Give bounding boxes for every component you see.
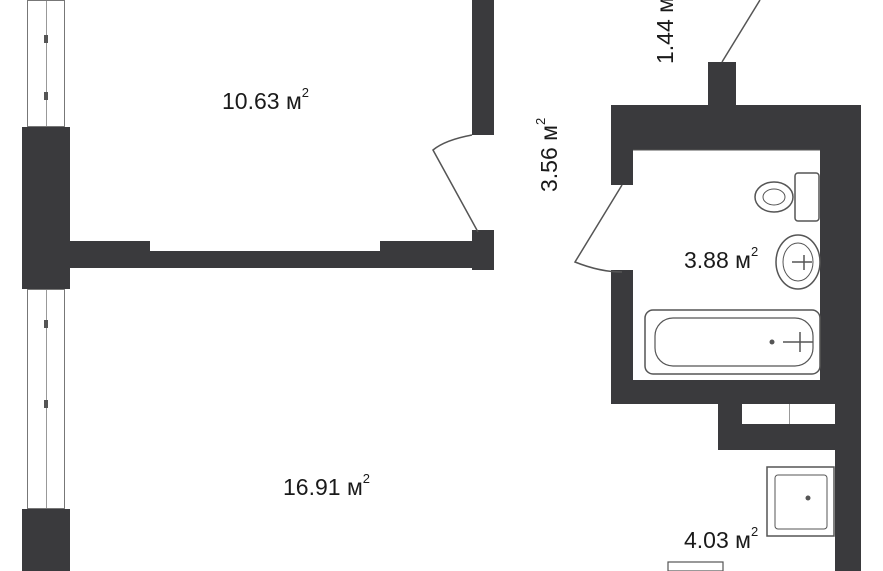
bathroom-left-wall (611, 105, 633, 185)
room-partition (70, 241, 150, 268)
window-mark (44, 35, 48, 43)
toilet-icon (754, 172, 820, 222)
room-partition-right (380, 241, 480, 268)
window-top-left (27, 0, 65, 127)
room-1-area-label: 10.63 м2 (222, 85, 309, 114)
bathroom-left-wall-lower (611, 270, 633, 402)
door-swing-bathroom (573, 184, 623, 273)
hallway-area-label: 3.56 м2 (533, 117, 562, 192)
room-partition-thin (150, 251, 380, 268)
kitchen-right-wall (835, 404, 861, 571)
window-mark (44, 320, 48, 328)
bathroom-right-wall (820, 105, 861, 405)
room1-right-wall (472, 0, 494, 135)
bathroom-bottom-wall (611, 380, 861, 404)
window-mark (44, 92, 48, 100)
left-wall (22, 127, 70, 289)
bathtub-icon (644, 309, 821, 375)
balcony-line (721, 0, 761, 63)
bathroom-area-label: 3.88 м2 (684, 244, 759, 273)
vent-opening (742, 404, 835, 424)
balcony-post (708, 62, 736, 110)
room-2-area-label: 16.91 м2 (283, 471, 370, 500)
sink-icon (775, 234, 821, 290)
kitchen-sink-icon (766, 466, 835, 537)
door-swing-room1 (432, 134, 479, 233)
bathroom-top-wall (611, 105, 861, 150)
left-wall-bottom (22, 509, 70, 571)
door-jamb (472, 230, 494, 270)
balcony-area-label: 1.44 м2 (652, 0, 678, 64)
fixture-partial (667, 561, 724, 571)
window-mark (44, 400, 48, 408)
kitchen-area-label: 4.03 м2 (684, 524, 759, 553)
